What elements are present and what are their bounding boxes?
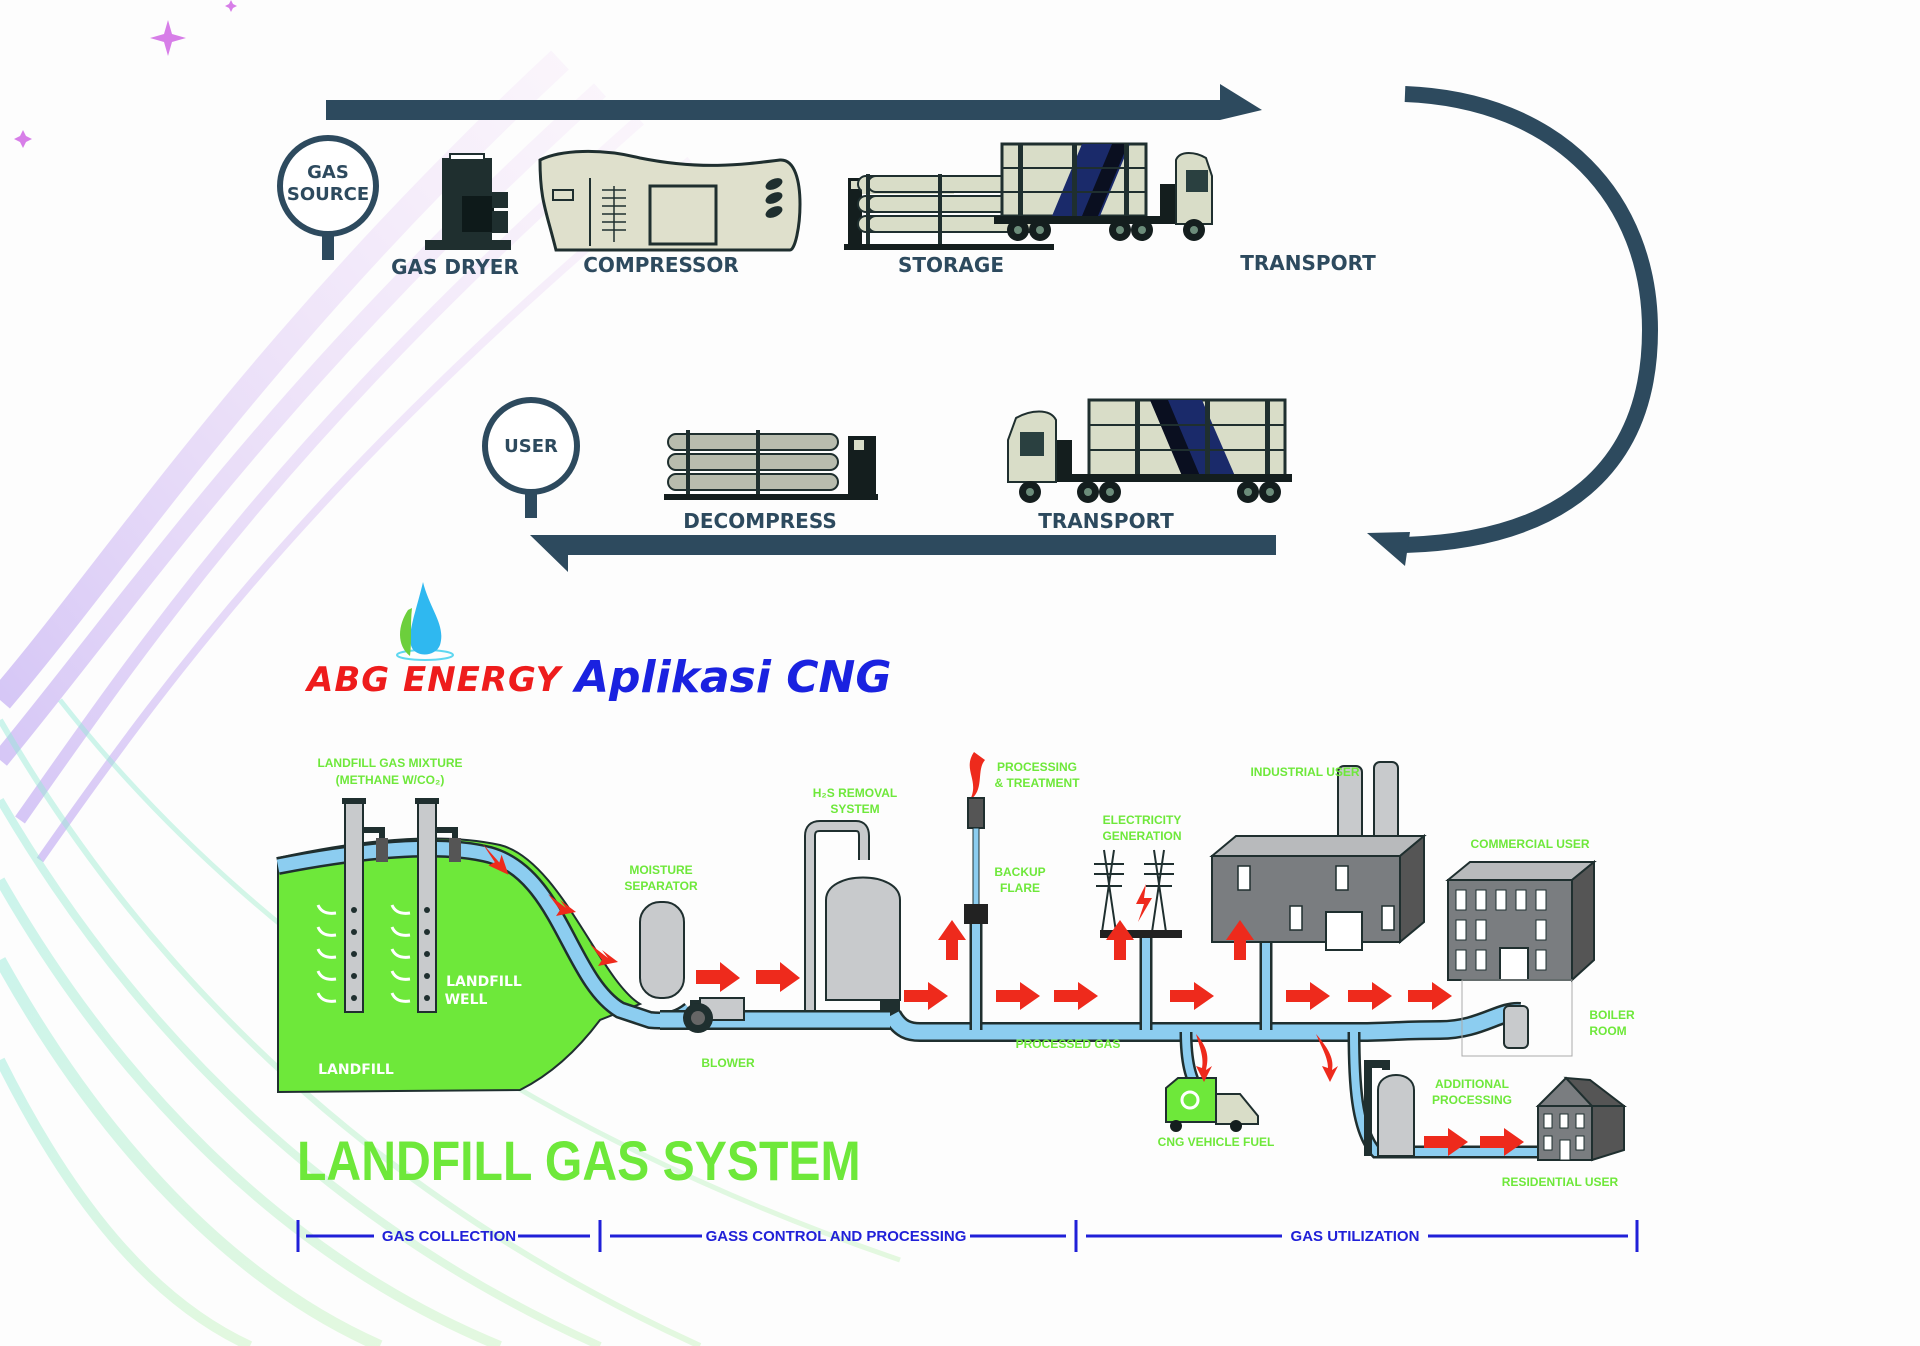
electricity-label-1: ELECTRICITY [1103, 813, 1182, 827]
processing-label-1: PROCESSING [997, 760, 1077, 774]
flare-label-1: BACKUP [994, 865, 1045, 879]
gas-source-label-1: GAS [307, 162, 349, 183]
commercial-building-icon [1445, 859, 1597, 1057]
gas-source-label-2: SOURCE [287, 184, 369, 205]
flow-arrow-left [530, 535, 1276, 572]
compressor-icon [538, 149, 802, 252]
power-tower-icon [1094, 849, 1174, 933]
residential-label: RESIDENTIAL USER [1502, 1175, 1619, 1189]
sparkle-icon [14, 0, 237, 148]
gas-dryer-label: GAS DRYER [391, 255, 519, 279]
return-loop-arrow [1404, 86, 1659, 553]
commercial-label: COMMERCIAL USER [1470, 837, 1589, 851]
user-marker: USER [482, 397, 580, 518]
gas-dryer-icon [425, 153, 511, 250]
gas-source-marker: GAS SOURCE [277, 135, 379, 260]
phase-gas-control-processing: GASS CONTROL AND PROCESSING [706, 1228, 967, 1245]
transport-top-label: TRANSPORT [1240, 251, 1376, 275]
landfill-title: LANDFILL GAS SYSTEM [297, 1129, 861, 1192]
phase-gas-utilization: GAS UTILIZATION [1291, 1228, 1420, 1245]
electricity-label-2: GENERATION [1102, 829, 1181, 843]
processed-gas-label: PROCESSED GAS [1016, 1037, 1121, 1051]
landfill-well-label-2: WELL [445, 992, 488, 1008]
backup-flare-icon [964, 752, 988, 924]
h2s-label-2: SYSTEM [830, 802, 879, 816]
brand-subtitle: Aplikasi CNG [575, 652, 892, 703]
blower-label: BLOWER [701, 1056, 755, 1070]
decompress-cylinders-icon [664, 430, 878, 500]
water-drop-leaf-icon [396, 582, 454, 661]
gas-inflow-arrows [316, 904, 411, 1003]
transport-bottom-label: TRANSPORT [1038, 509, 1174, 533]
boiler-label-2: ROOM [1589, 1024, 1626, 1038]
landfill-well-label-1: LANDFILL [446, 974, 522, 990]
cng-vehicle-icon [1165, 1077, 1259, 1132]
additional-processing-tank-icon [1364, 1060, 1415, 1157]
landfill-well [415, 798, 461, 1013]
flow-direction-arrows [482, 843, 1524, 1156]
h2s-label-1: H₂S REMOVAL [813, 786, 897, 800]
moisture-label-2: SEPARATOR [624, 879, 698, 893]
boiler-label-1: BOILER [1589, 1008, 1635, 1022]
additional-label-2: PROCESSING [1432, 1093, 1512, 1107]
decompress-label: DECOMPRESS [683, 509, 836, 533]
brand-name: ABG ENERGY [307, 660, 562, 700]
industrial-building-icon [1209, 761, 1427, 951]
cng-vehicle-label: CNG VEHICLE FUEL [1158, 1135, 1275, 1149]
cng-cycle: GAS SOURCE GAS DRYER [277, 84, 1659, 572]
moisture-label-1: MOISTURE [629, 863, 692, 877]
flow-arrow-right [326, 84, 1262, 120]
return-loop-arrowhead [1367, 532, 1410, 566]
blower-icon [683, 997, 745, 1033]
industrial-label: INDUSTRIAL USER [1250, 765, 1359, 779]
processing-label-2: & TREATMENT [994, 776, 1080, 790]
user-label: USER [504, 436, 558, 457]
phase-gas-collection: GAS COLLECTION [382, 1228, 516, 1245]
tube-trailer-truck-icon [1007, 398, 1292, 503]
gas-mixture-label-1: LANDFILL GAS MIXTURE [317, 756, 462, 770]
phase-bar [296, 1220, 1639, 1252]
storage-label: STORAGE [898, 253, 1004, 277]
recycle-icon [1180, 1090, 1200, 1110]
residential-house-icon [1535, 1076, 1627, 1162]
lightning-icon [1136, 884, 1152, 922]
landfill-gas-system: LANDFILL GAS MIXTURE (METHANE W/CO₂) LAN… [276, 752, 1639, 1252]
flare-label-2: FLARE [1000, 881, 1040, 895]
tube-trailer-truck-icon [994, 142, 1213, 241]
moisture-separator-icon [639, 901, 685, 999]
h2s-removal-tank-icon [804, 820, 901, 1010]
landfill-label: LANDFILL [318, 1062, 394, 1078]
additional-label-1: ADDITIONAL [1435, 1077, 1509, 1091]
landfill-well [342, 798, 388, 1013]
gas-mixture-label-2: (METHANE W/CO₂) [336, 773, 445, 787]
compressor-label: COMPRESSOR [583, 253, 739, 277]
